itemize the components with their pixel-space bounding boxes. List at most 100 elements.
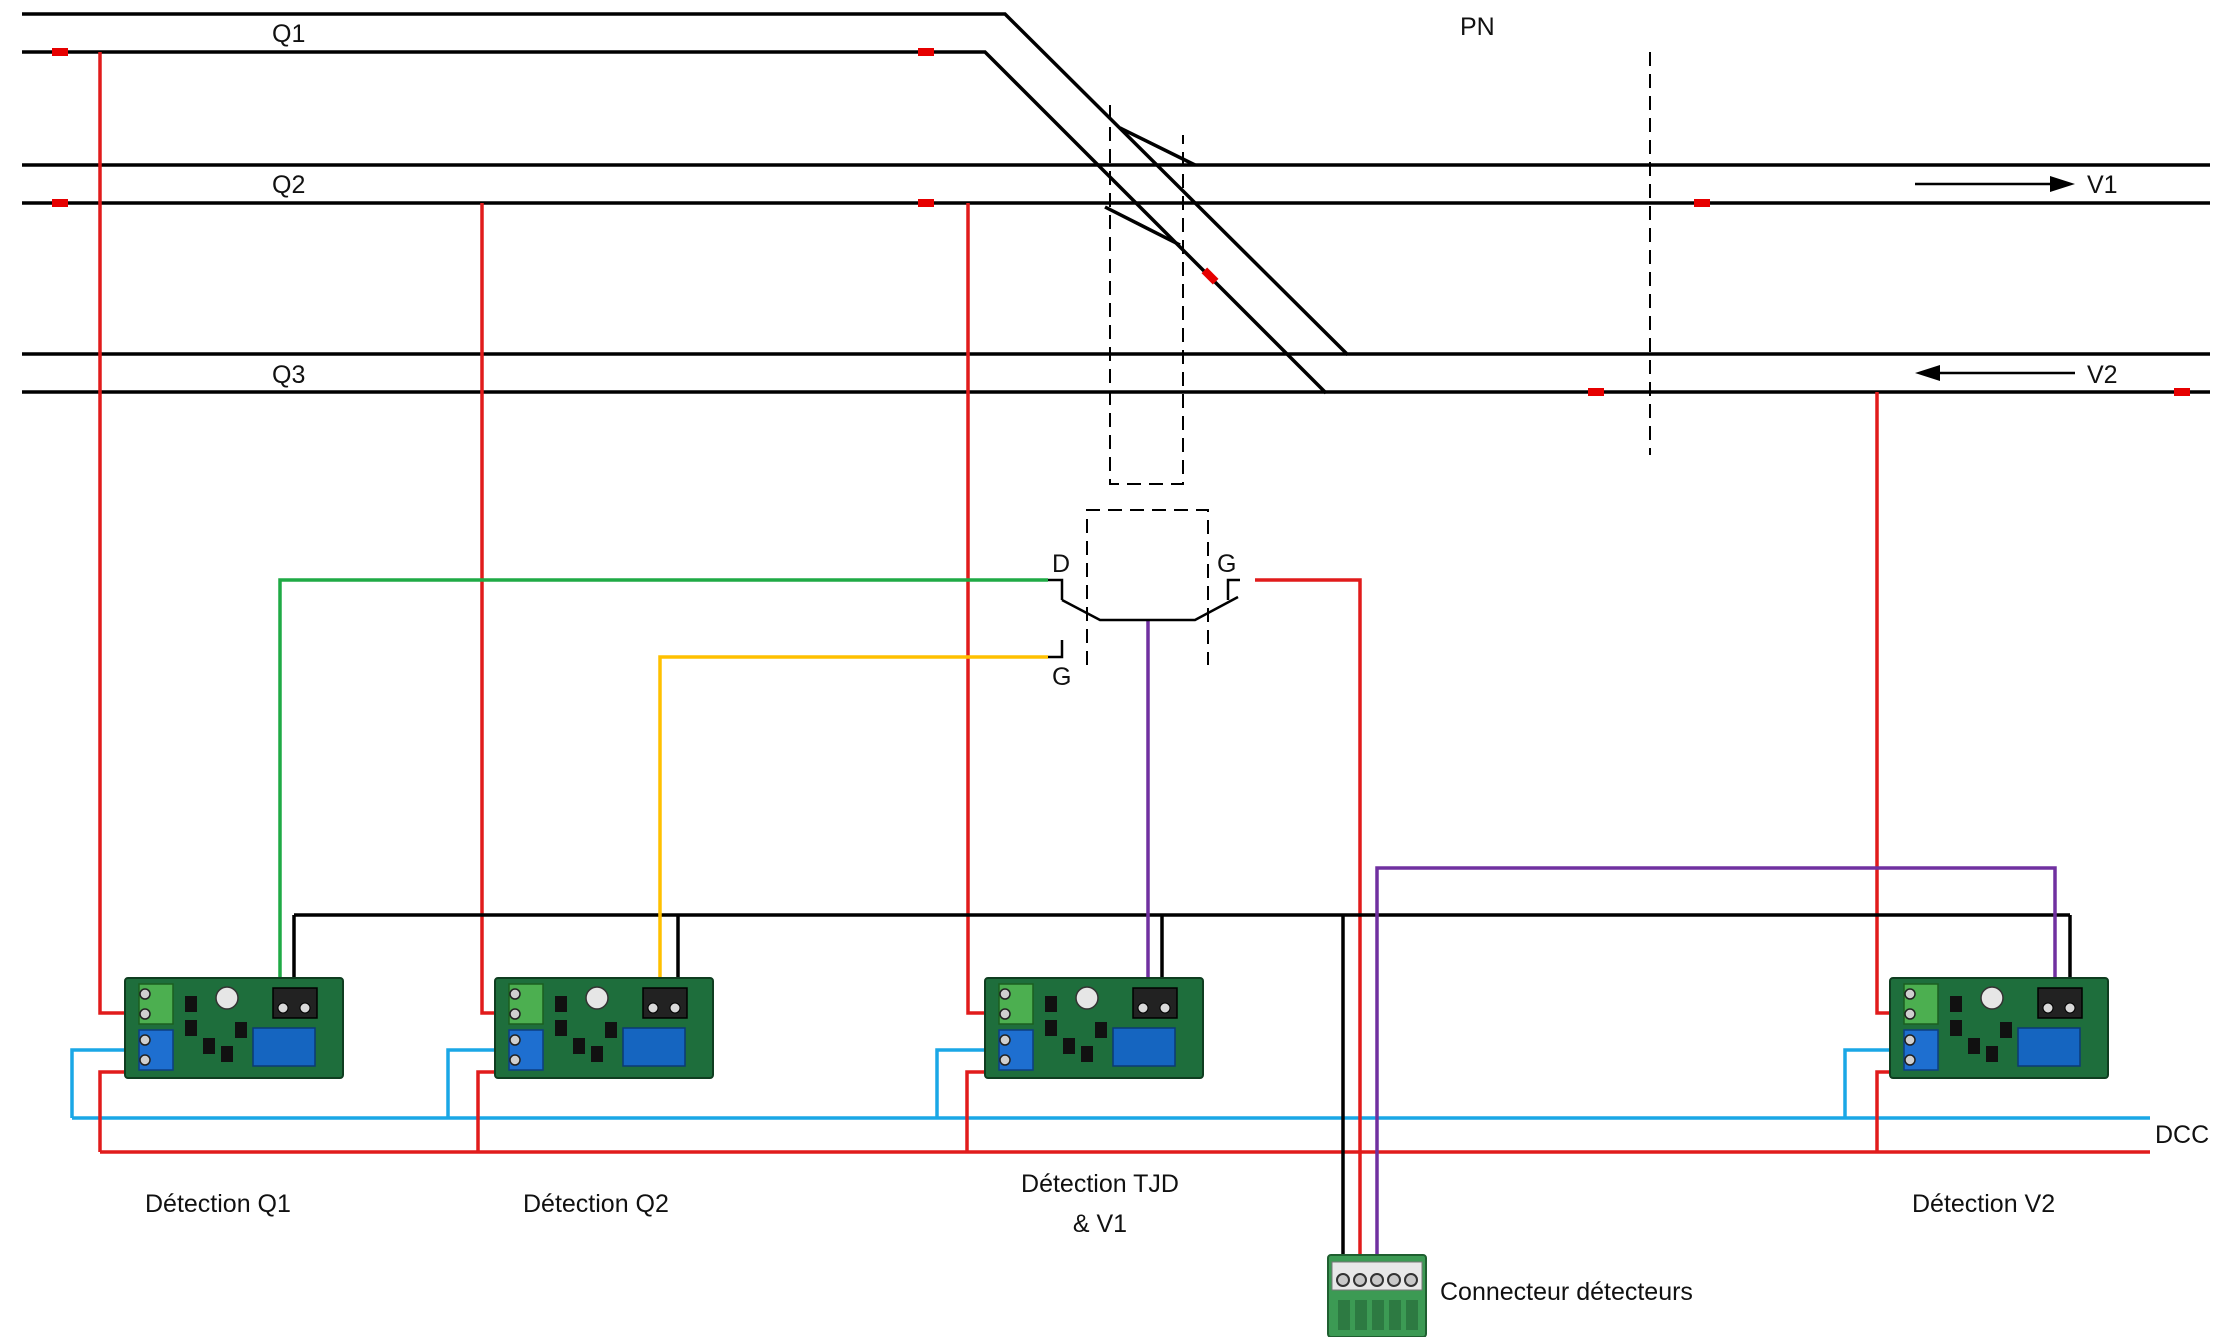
screw-icon bbox=[509, 1054, 521, 1066]
component-chip bbox=[185, 1020, 197, 1036]
screw-icon bbox=[999, 1054, 1011, 1066]
screw-icon bbox=[1904, 988, 1916, 1000]
component-chip bbox=[221, 1046, 233, 1062]
component-chip bbox=[1950, 1020, 1962, 1036]
output-terminal bbox=[2037, 987, 2083, 1019]
component-chip bbox=[1063, 1038, 1075, 1054]
wire-yellow-g bbox=[658, 655, 1048, 1008]
component-chip bbox=[591, 1046, 603, 1062]
common-bus bbox=[292, 913, 2072, 1280]
label-g-left: G bbox=[1052, 663, 1071, 691]
signal-wires bbox=[278, 578, 2057, 1280]
connector-slot-4 bbox=[1389, 1300, 1401, 1330]
component-chip bbox=[555, 1020, 567, 1036]
component-chip bbox=[1986, 1046, 1998, 1062]
label-v2: V2 bbox=[2087, 361, 2118, 389]
label-q1: Q1 bbox=[272, 20, 305, 48]
component-chip bbox=[1045, 1020, 1057, 1036]
label-detection-q2: Détection Q2 bbox=[523, 1190, 669, 1218]
output-terminal bbox=[1132, 987, 1178, 1019]
detector-connector bbox=[1327, 1254, 1427, 1337]
isolator-q1-right bbox=[918, 48, 934, 56]
detector-board bbox=[124, 977, 344, 1079]
capacitor-icon bbox=[1980, 986, 2004, 1010]
connector-pin-2 bbox=[1353, 1273, 1367, 1287]
track-q1-inner-rail bbox=[22, 50, 1328, 395]
label-q3: Q3 bbox=[272, 361, 305, 389]
screw-icon bbox=[509, 1034, 521, 1046]
contact-g-left bbox=[1048, 640, 1064, 659]
dcc-red-drop-3 bbox=[965, 1070, 1007, 1152]
feeder-q2 bbox=[480, 203, 518, 1015]
isolator-v1 bbox=[1694, 199, 1710, 207]
relay bbox=[2017, 1027, 2081, 1067]
component-chip bbox=[1095, 1022, 1107, 1038]
component-chip bbox=[1950, 996, 1962, 1012]
screw-icon bbox=[999, 988, 1011, 1000]
output-screw-icon bbox=[277, 1002, 289, 1014]
isolating-joints bbox=[52, 48, 2190, 396]
label-pn: PN bbox=[1460, 13, 1495, 41]
dcc-red-drop-2 bbox=[476, 1070, 518, 1152]
component-chip bbox=[185, 996, 197, 1012]
output-screw-icon bbox=[2064, 1002, 2076, 1014]
connector-slot-1 bbox=[1338, 1300, 1350, 1330]
switch-blade bbox=[1061, 595, 1239, 622]
component-chip bbox=[1081, 1046, 1093, 1062]
output-screw-icon bbox=[1137, 1002, 1149, 1014]
screw-icon bbox=[1904, 1008, 1916, 1020]
detector-board bbox=[1889, 977, 2109, 1079]
isolator-v2-left bbox=[1588, 388, 1604, 396]
tjd-point-rail-lower bbox=[1104, 205, 1181, 247]
connector-slot-3 bbox=[1372, 1300, 1384, 1330]
relay bbox=[622, 1027, 686, 1067]
contact-d bbox=[1048, 578, 1064, 600]
label-g-right: G bbox=[1217, 550, 1236, 578]
component-chip bbox=[1968, 1038, 1980, 1054]
label-d: D bbox=[1052, 550, 1070, 578]
label-detection-q1: Détection Q1 bbox=[145, 1190, 291, 1218]
detector-board bbox=[494, 977, 714, 1079]
label-detection-v2: Détection V2 bbox=[1912, 1190, 2055, 1218]
direction-arrows bbox=[1915, 176, 2075, 381]
feeder-v1 bbox=[966, 203, 1007, 1015]
capacitor-icon bbox=[215, 986, 239, 1010]
isolator-q2-left bbox=[52, 199, 68, 207]
connector-slot-2 bbox=[1355, 1300, 1367, 1330]
wire-purple-v2 bbox=[1375, 866, 2057, 1280]
label-connector: Connecteur détecteurs bbox=[1440, 1278, 1693, 1306]
output-terminal bbox=[642, 987, 688, 1019]
track-layout bbox=[22, 12, 2210, 395]
feeder-tjd-g-right bbox=[1255, 578, 1362, 1280]
connector-pin-4 bbox=[1387, 1273, 1401, 1287]
v2-arrowhead-icon bbox=[1915, 365, 1940, 381]
dcc-red-drop-4 bbox=[1875, 1070, 1915, 1152]
output-screw-icon bbox=[669, 1002, 681, 1014]
connector-pin-5 bbox=[1404, 1273, 1418, 1287]
component-chip bbox=[555, 996, 567, 1012]
screw-icon bbox=[139, 1008, 151, 1020]
screw-icon bbox=[139, 988, 151, 1000]
connector-pin-3 bbox=[1370, 1273, 1384, 1287]
feeder-q1 bbox=[98, 52, 140, 1015]
contact-g-right bbox=[1226, 578, 1240, 600]
dcc-blue-drop-1 bbox=[70, 1048, 140, 1118]
capacitor-icon bbox=[585, 986, 609, 1010]
label-q2: Q2 bbox=[272, 171, 305, 199]
isolator-q1-left bbox=[52, 48, 68, 56]
screw-icon bbox=[509, 1008, 521, 1020]
output-terminal bbox=[272, 987, 318, 1019]
connector-pin-1 bbox=[1336, 1273, 1350, 1287]
capacitor-icon bbox=[1075, 986, 1099, 1010]
screw-icon bbox=[1904, 1034, 1916, 1046]
track-q1-outer-rail bbox=[22, 12, 2210, 356]
isolator-diagonal bbox=[1201, 267, 1219, 285]
component-chip bbox=[1045, 996, 1057, 1012]
tjd-switch-symbol bbox=[1048, 578, 1240, 659]
component-chip bbox=[573, 1038, 585, 1054]
screw-icon bbox=[999, 1034, 1011, 1046]
output-screw-icon bbox=[299, 1002, 311, 1014]
isolation-zones bbox=[1086, 52, 1651, 665]
screw-icon bbox=[999, 1008, 1011, 1020]
label-detection-tjd-line2: & V1 bbox=[1073, 1210, 1127, 1238]
